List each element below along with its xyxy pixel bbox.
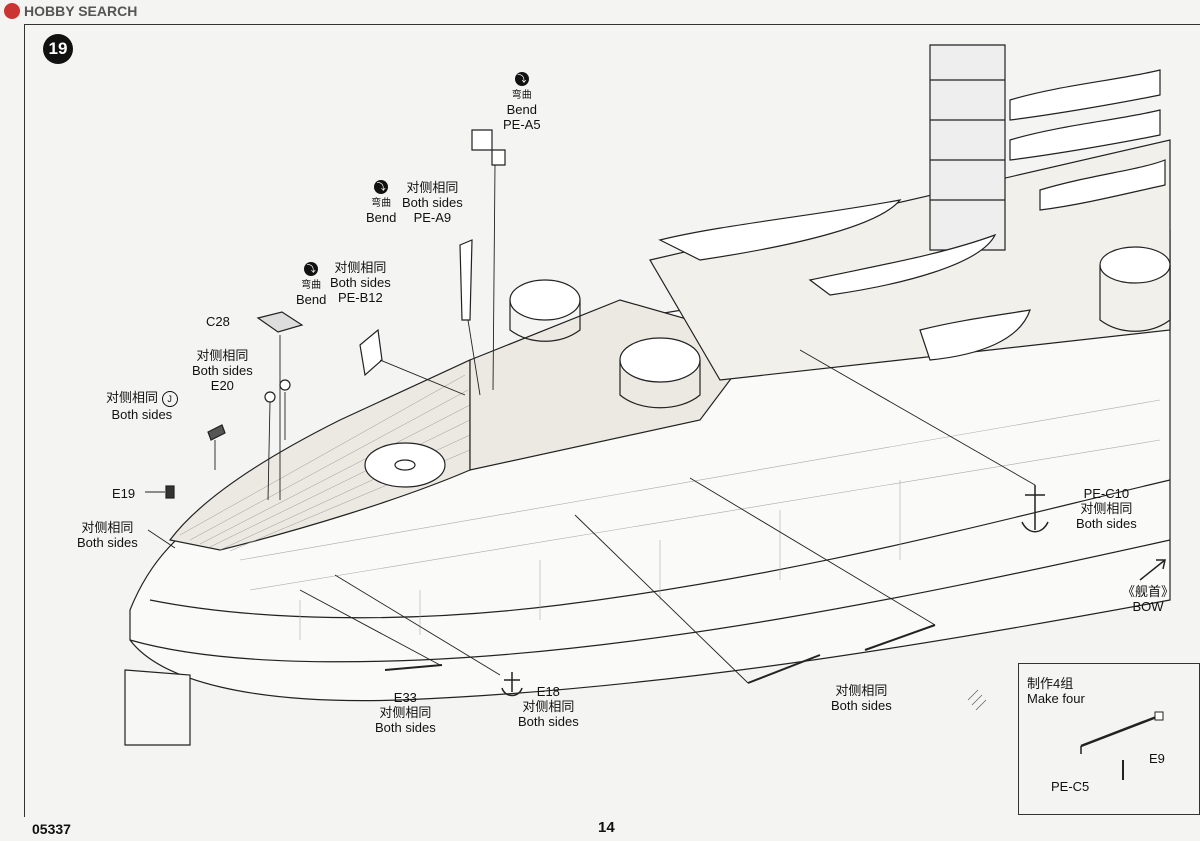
booms-both-sides: Both sides: [831, 698, 892, 713]
label-pe-a9-bend: ⤵ 弯曲 Bend: [366, 178, 396, 225]
bend-icon: ⤵: [374, 180, 389, 194]
pe-a5-cn: 弯曲: [511, 90, 532, 101]
inset-make-four: Make four: [1027, 691, 1085, 706]
label-pe-b12-bend: ⤵ 弯曲 Bend: [296, 260, 326, 307]
watermark-text: HOBBY SEARCH: [24, 3, 138, 19]
label-booms: 对侧相同 Both sides: [831, 683, 892, 713]
pe-b12-cn: 对侧相同: [334, 260, 387, 275]
booms-cn: 对侧相同: [835, 683, 888, 698]
hobby-search-watermark: HOBBY SEARCH: [4, 3, 137, 19]
e20-cn: 对侧相同: [196, 348, 249, 363]
e18-part: E18: [536, 684, 560, 699]
pe-a5-bend: Bend: [506, 102, 537, 117]
inset-cn: 制作4组: [1027, 676, 1074, 691]
label-bow: 《舰首》 BOW: [1122, 584, 1174, 614]
pe-b12-both-sides: Both sides: [330, 275, 391, 290]
bend-icon: ⤵: [514, 72, 529, 86]
pe-b12-bend: Bend: [296, 292, 327, 307]
label-pe-a5: ⤵ 弯曲 Bend PE-A5: [503, 70, 541, 132]
e18-cn: 对侧相同: [522, 699, 575, 714]
bow-cn: 《舰首》: [1122, 584, 1175, 599]
e20-part: E20: [210, 378, 234, 393]
pe-b12-part: PE-B12: [337, 290, 383, 305]
page-frame: [24, 24, 1200, 817]
label-pe-c10: PE-C10 对侧相同 Both sides: [1076, 486, 1137, 531]
label-e33: E33 对侧相同 Both sides: [375, 690, 436, 735]
kit-code: 05337: [32, 821, 71, 837]
pe-c10-part: PE-C10: [1083, 486, 1130, 501]
label-e18: E18 对侧相同 Both sides: [518, 684, 579, 729]
bend-icon: ⤵: [304, 262, 319, 276]
step-number-badge: 19: [43, 34, 73, 64]
pe-a9-cn-bend: 弯曲: [371, 198, 392, 209]
e19-side-cn: 对侧相同: [81, 520, 134, 535]
inset-title: 制作4组 Make four: [1027, 676, 1085, 706]
j-part-both-sides: Both sides: [111, 407, 173, 422]
pe-a5-part: PE-A5: [503, 117, 541, 132]
inset-pe-c5-label: PE-C5: [1051, 779, 1090, 794]
label-pe-a9: 对侧相同 Both sides PE-A9: [402, 180, 463, 225]
pe-a9-cn: 对侧相同: [406, 180, 459, 195]
pe-a9-bend: Bend: [366, 210, 397, 225]
e33-part: E33: [393, 690, 417, 705]
label-e19: E19: [112, 486, 136, 501]
label-j-part: 对侧相同 J Both sides: [106, 390, 178, 422]
pe-c10-both-sides: Both sides: [1076, 516, 1137, 531]
e18-both-sides: Both sides: [518, 714, 579, 729]
e20-both-sides: Both sides: [192, 363, 253, 378]
page-number: 14: [598, 819, 615, 836]
label-pe-b12: 对侧相同 Both sides PE-B12: [330, 260, 391, 305]
label-e19-side: 对侧相同 Both sides: [77, 520, 138, 550]
pe-c10-cn: 对侧相同: [1080, 501, 1133, 516]
inset-boom-drawing: [1080, 711, 1164, 780]
label-c28: C28: [206, 314, 230, 329]
pe-a9-part: PE-A9: [413, 210, 452, 225]
e33-both-sides: Both sides: [375, 720, 436, 735]
e33-cn: 对侧相同: [379, 705, 432, 720]
hobby-search-logo-icon: [4, 3, 20, 19]
j-marker-icon: J: [161, 391, 178, 407]
label-e20: 对侧相同 Both sides E20: [192, 348, 253, 393]
pe-b12-cn-bend: 弯曲: [301, 280, 322, 291]
pe-a9-both-sides: Both sides: [402, 195, 463, 210]
e19-side-both-sides: Both sides: [77, 535, 138, 550]
inset-e9-label: E9: [1149, 751, 1165, 766]
j-part-cn: 对侧相同: [106, 390, 159, 405]
make-four-inset: 制作4组 Make four E9 PE-C5: [1018, 663, 1200, 815]
bow-en: BOW: [1132, 599, 1164, 614]
